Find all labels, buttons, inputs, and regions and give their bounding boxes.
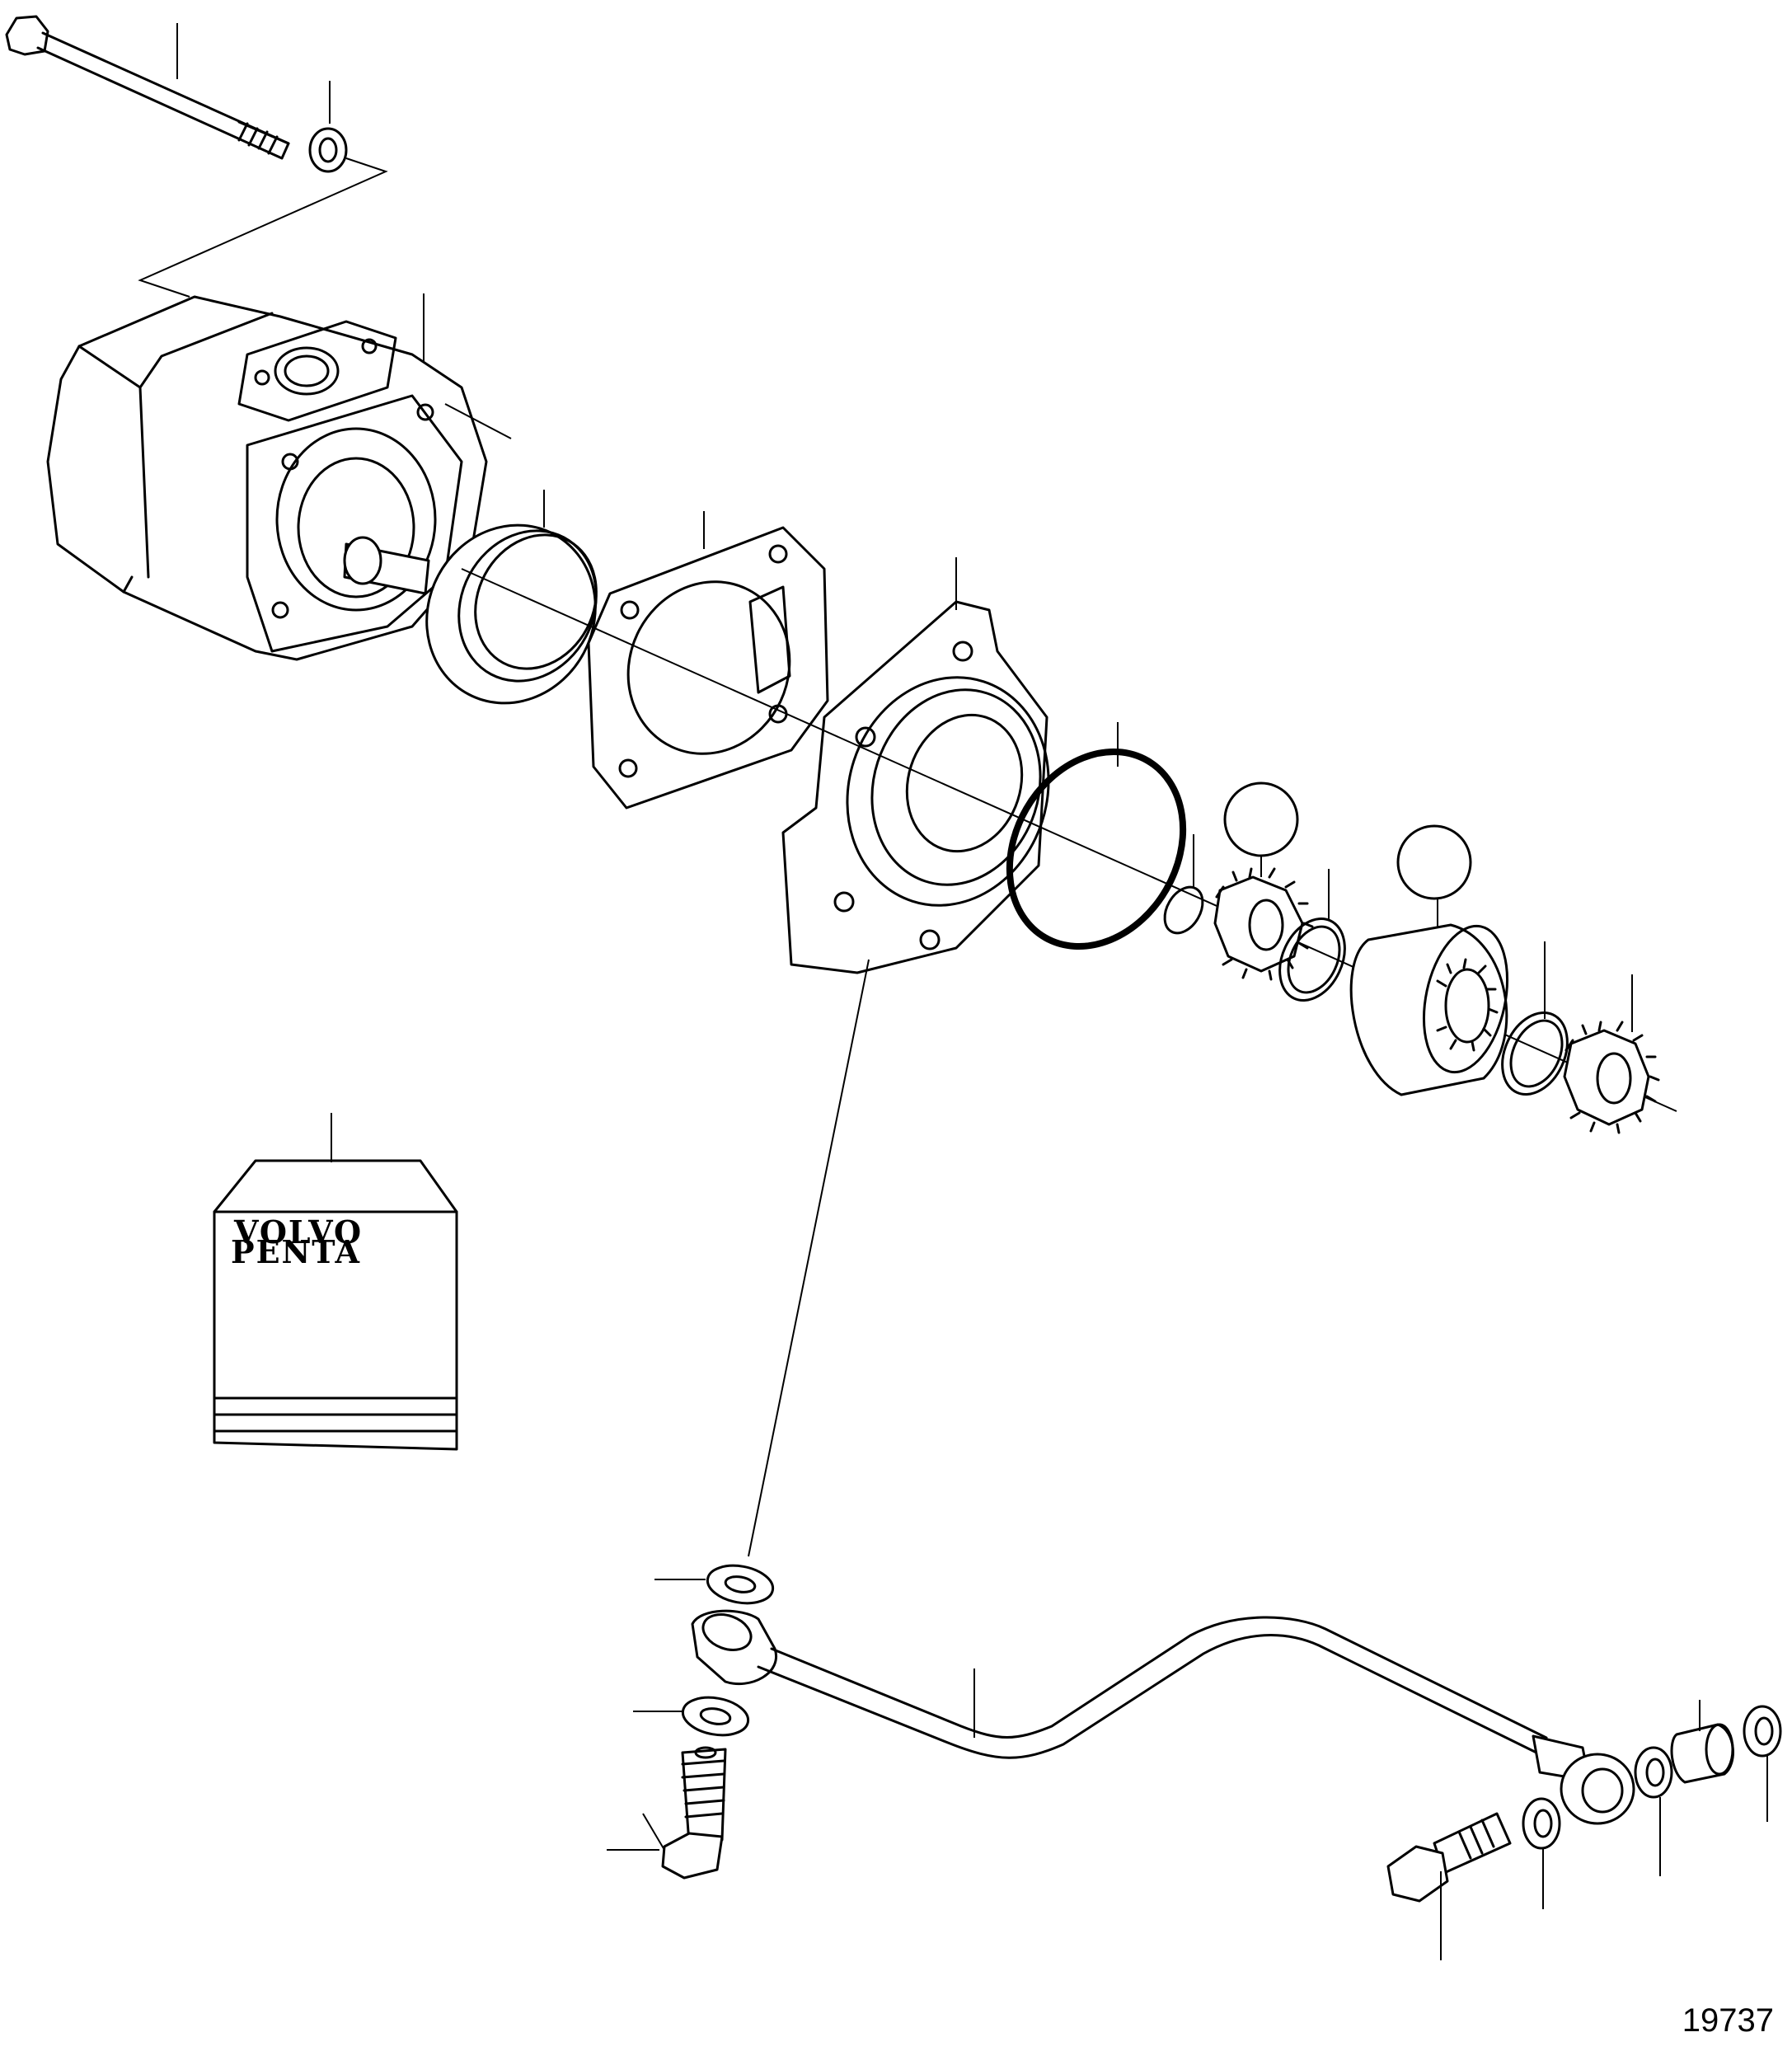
- shaft-seal: [425, 523, 598, 705]
- coupling-sleeve: [1349, 923, 1509, 1096]
- adapter-flange: [781, 600, 1050, 974]
- drawing-reference-number: 19737: [1682, 2002, 1774, 2039]
- assembly-line: [138, 157, 388, 298]
- callout-circle: [1223, 781, 1299, 857]
- sealing-washer: [1634, 1746, 1673, 1799]
- hydraulic-pipe: [757, 1616, 1591, 1782]
- o-ring: [1006, 748, 1187, 950]
- retaining-ring: [1278, 917, 1346, 1002]
- spline-gear: [1563, 1021, 1660, 1134]
- banjo-bolt: [661, 1746, 727, 1880]
- sealing-washer: [1743, 1705, 1782, 1758]
- spacer-sleeve: [1670, 1723, 1734, 1784]
- spline-gear: [1213, 867, 1314, 981]
- leader-line: [444, 403, 512, 439]
- parts-kit-package: VOLVO PENTA: [213, 1159, 458, 1451]
- assembly-line: [748, 959, 870, 1557]
- banjo-bolt: [1386, 1812, 1512, 1903]
- leader-line: [642, 1813, 665, 1851]
- banjo-fitting: [1560, 1753, 1635, 1825]
- hydraulic-pump: [46, 295, 488, 661]
- circlip: [1163, 885, 1204, 935]
- sealing-washer: [706, 1564, 775, 1605]
- long-bolt: [5, 15, 290, 160]
- gasket: [587, 526, 829, 810]
- sealing-washer: [681, 1696, 750, 1737]
- retaining-ring: [1501, 1011, 1569, 1096]
- kit-logo-line2: PENTA: [231, 1233, 361, 1270]
- washer: [308, 127, 348, 173]
- banjo-fitting: [691, 1609, 778, 1686]
- kit-logo-line1: VOLVO: [233, 1213, 363, 1251]
- callout-circle: [1396, 824, 1472, 900]
- sealing-washer: [1522, 1797, 1561, 1850]
